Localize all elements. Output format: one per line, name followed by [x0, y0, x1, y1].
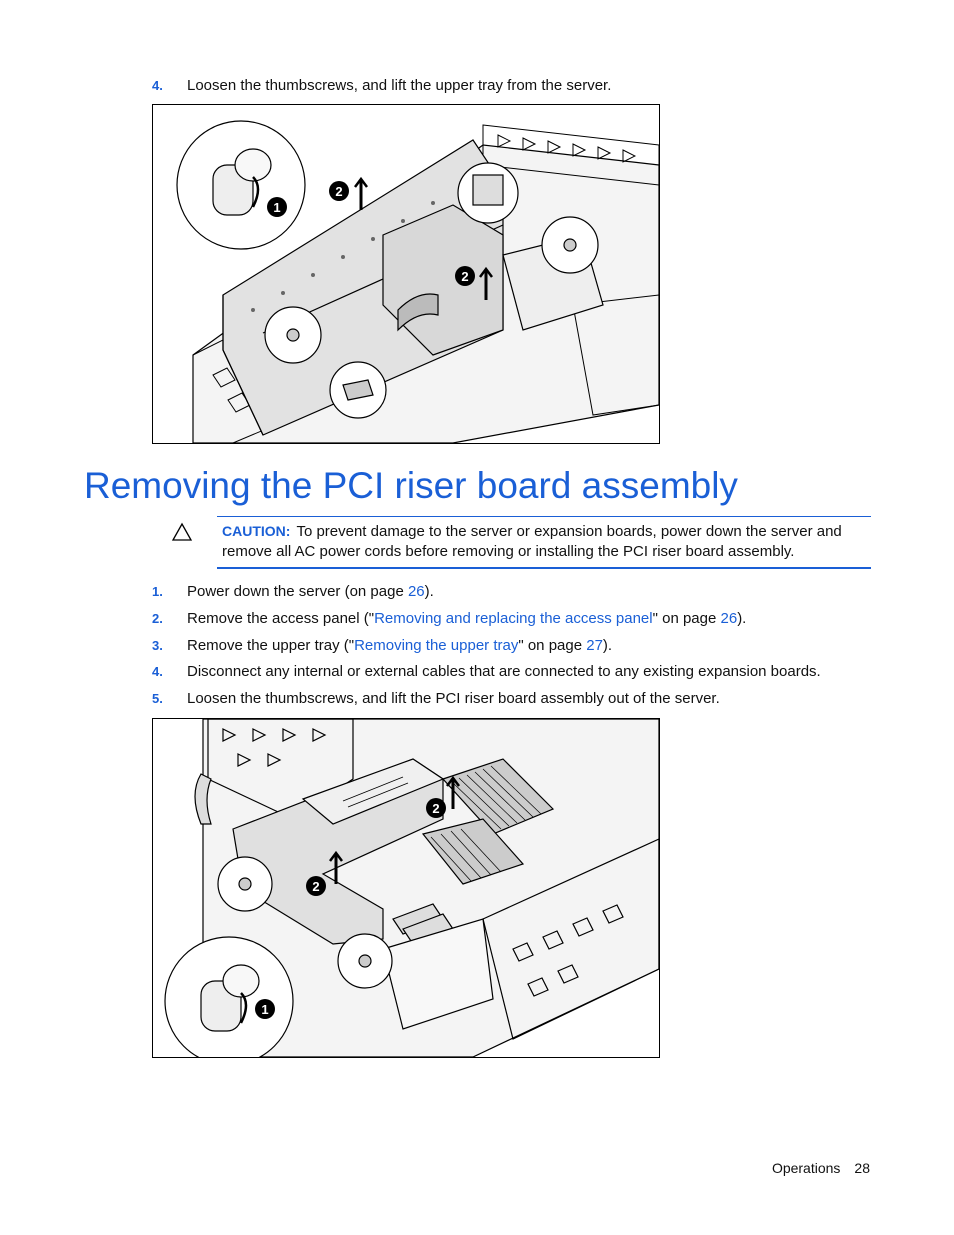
step-number: 4.	[152, 78, 163, 93]
caution-box: CAUTION:To prevent damage to the server …	[217, 516, 871, 569]
step-number: 3.	[152, 638, 163, 653]
step-text: Loosen the thumbscrews, and lift the upp…	[187, 77, 612, 94]
svg-text:1: 1	[261, 1002, 268, 1017]
page-link[interactable]: 27	[586, 637, 603, 654]
callout-1: 1	[267, 197, 287, 217]
upper-tray-illustration: 1 2 2	[176, 120, 659, 443]
svg-text:2: 2	[432, 801, 439, 816]
page-link[interactable]: 26	[407, 583, 425, 600]
caution-icon	[171, 522, 193, 541]
step-text: Power down the server (on page 26).	[187, 583, 434, 600]
step-text: Loosen the thumbscrews, and lift the PCI…	[187, 690, 720, 707]
svg-text:2: 2	[461, 269, 468, 284]
page-number: 28	[854, 1160, 870, 1176]
callout-1: 1	[255, 999, 275, 1019]
svg-text:1: 1	[273, 200, 280, 215]
step-text: Disconnect any internal or external cabl…	[187, 663, 821, 680]
upper-tray-link[interactable]: Removing the upper tray	[354, 637, 519, 654]
access-panel-link[interactable]: Removing and replacing the access panel	[374, 610, 653, 627]
footer-section: Operations	[771, 1160, 841, 1176]
callout-2b: 2	[455, 266, 475, 286]
callout-2b: 2	[306, 876, 326, 896]
step-number: 2.	[152, 611, 163, 626]
step-number: 4.	[152, 664, 163, 679]
step-text: Remove the access panel ("Removing and r…	[187, 610, 747, 627]
caution-label: CAUTION:	[222, 523, 291, 539]
section-title: Removing the PCI riser board assembly	[84, 465, 738, 506]
callout-2: 2	[329, 181, 349, 201]
step-number: 5.	[152, 691, 163, 706]
caution-body: To prevent damage to the server or expan…	[222, 523, 842, 560]
step-text: Remove the upper tray ("Removing the upp…	[187, 637, 613, 654]
figure-upper-tray: 1 2 2	[152, 104, 660, 444]
pci-riser-illustration: 1 2 2	[164, 719, 659, 1057]
caution-text: CAUTION:To prevent damage to the server …	[222, 521, 867, 562]
svg-text:2: 2	[335, 184, 342, 199]
page-link[interactable]: 26	[720, 610, 738, 627]
figure-pci-riser: 1 2 2	[152, 718, 660, 1058]
page-footer: Operations 28	[700, 1158, 870, 1178]
callout-2: 2	[426, 798, 446, 818]
svg-text:2: 2	[312, 879, 319, 894]
step-number: 1.	[152, 584, 163, 599]
